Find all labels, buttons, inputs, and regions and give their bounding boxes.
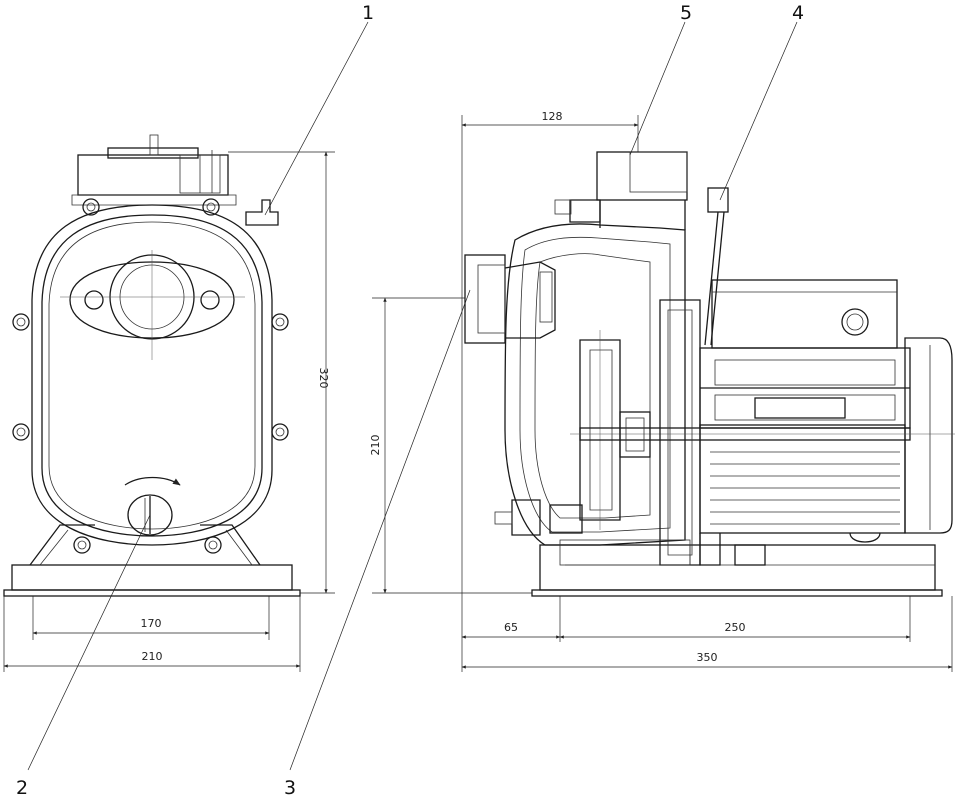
callout-leaders — [27, 21, 798, 771]
callout-4: 4 — [792, 2, 804, 24]
front-dimensions: 320 170 210 — [3, 151, 335, 672]
callout-1: 1 — [362, 2, 374, 24]
side-view — [464, 151, 955, 597]
front-view — [3, 134, 301, 597]
callout-3: 3 — [284, 777, 296, 799]
dim-side-base-offset: 65 — [504, 621, 518, 634]
dim-side-overall-length: 350 — [697, 651, 718, 664]
dim-side-top-offset: 128 — [542, 110, 563, 123]
callout-5: 5 — [680, 2, 692, 24]
callout-2: 2 — [16, 777, 28, 799]
dim-front-height: 320 — [317, 368, 330, 389]
dim-front-base-width: 210 — [142, 650, 163, 663]
dim-front-bolt-spacing: 170 — [141, 617, 162, 630]
side-dimensions: 128 210 65 250 350 — [369, 110, 953, 672]
dim-side-bolt-spacing: 250 — [725, 621, 746, 634]
motor-fins — [710, 439, 900, 525]
dim-side-axis-height: 210 — [369, 435, 382, 456]
casing-bolts — [12, 198, 289, 554]
